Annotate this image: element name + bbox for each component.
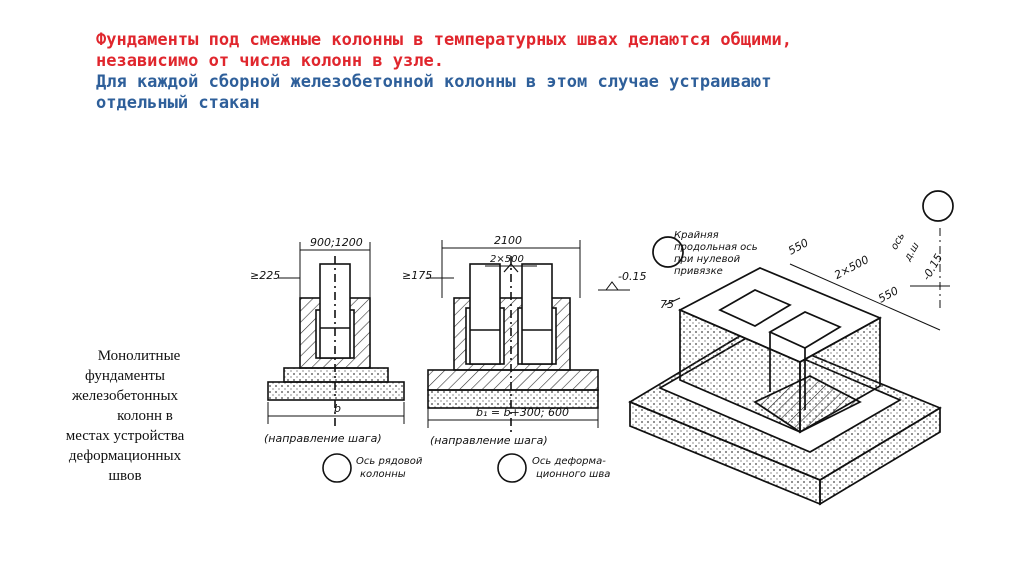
iso-socket-left <box>718 289 792 327</box>
caption-line-7: швов <box>108 468 142 484</box>
middle-bottom-dim: b₁ = b+300; 600 <box>476 406 569 419</box>
foundation-drawing: 900;1200 ≥225 b (направление шага) Ось р… <box>250 190 954 506</box>
middle-axis-marker <box>497 453 527 483</box>
isometric-view <box>628 190 954 506</box>
middle-level: -0.15 <box>618 270 646 283</box>
iso-note-3: при нулевой <box>674 254 741 265</box>
middle-step <box>427 369 599 391</box>
middle-axis-label-2: ционного шва <box>536 469 610 480</box>
middle-axis-label-1: Ось деформа- <box>532 456 606 467</box>
iso-dim-2x500: 2×500 <box>832 253 871 282</box>
heading-line-4: отдельный стакан <box>96 93 260 113</box>
left-direction: (направление шага) <box>264 432 382 445</box>
left-section <box>267 242 405 483</box>
caption-line-6: деформационных <box>68 448 182 464</box>
middle-top-dim: 2100 <box>494 234 522 247</box>
caption-line-3: железобетонных <box>71 388 179 404</box>
iso-note-1: Крайняя <box>674 230 719 241</box>
left-axis-label-2: колонны <box>360 469 406 480</box>
iso-level: -0.15 <box>920 252 945 283</box>
iso-axis-marker-left <box>652 236 684 268</box>
iso-dim-75: 75 <box>660 298 674 311</box>
iso-note-4: привязке <box>674 266 723 277</box>
iso-base-side <box>819 406 941 506</box>
figure-caption: Монолитные фундаменты железобетонных кол… <box>30 346 220 486</box>
left-top-dim: 900;1200 <box>310 236 363 249</box>
left-step <box>283 367 389 383</box>
caption-line-1: Монолитные <box>97 348 181 364</box>
left-side-dim: ≥225 <box>250 269 280 282</box>
middle-side-dim: ≥175 <box>402 269 432 282</box>
middle-column-left <box>469 263 501 365</box>
slide-heading: Фундаменты под смежные колонны в темпера… <box>96 30 976 114</box>
iso-dim-550-right: 550 <box>876 284 901 305</box>
caption-line-2: фундаменты <box>85 368 165 384</box>
iso-cut-section <box>753 375 862 433</box>
middle-column-right <box>521 263 553 365</box>
left-base-slab <box>267 381 405 401</box>
left-axis-label-1: Ось рядовой <box>356 456 423 467</box>
iso-dim-550-left: 550 <box>786 236 811 257</box>
iso-axis-label-1: ось <box>889 231 907 252</box>
heading-line-3: Для каждой сборной железобетонной колонн… <box>96 72 772 92</box>
heading-line-1: Фундаменты под смежные колонны в темпера… <box>96 30 792 50</box>
heading-line-2: независимо от числа колонн в узле. <box>96 51 444 71</box>
iso-socket-right <box>768 311 842 349</box>
middle-inner-dim: 2×500 <box>490 254 524 265</box>
left-axis-marker <box>322 453 352 483</box>
iso-axis-marker-top <box>922 190 954 222</box>
caption-line-5: местах устройства <box>65 428 185 444</box>
middle-section <box>426 240 630 483</box>
left-bottom-dim: b <box>334 402 341 415</box>
iso-axis-label-2: д.ш <box>902 241 922 264</box>
iso-note-2: продольная ось <box>674 242 758 253</box>
middle-direction: (направление шага) <box>430 434 548 447</box>
caption-line-4: колонн в <box>117 408 173 424</box>
